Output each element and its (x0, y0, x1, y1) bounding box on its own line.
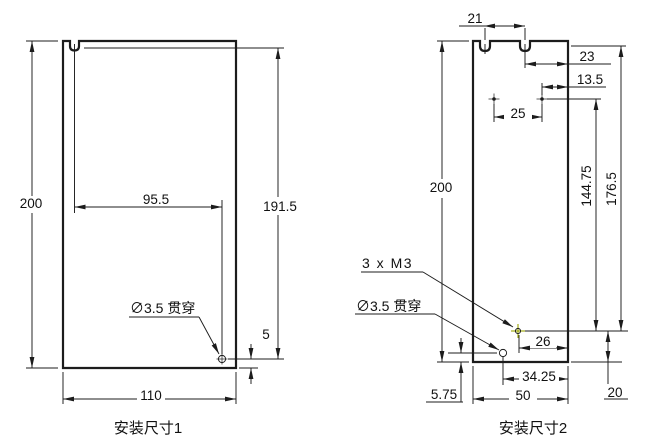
drawing2-plate-outline (471, 39, 570, 364)
label-bg (427, 181, 455, 194)
m3-tapped-hole (514, 327, 522, 335)
dim-label-hole-to-edge: 13.5 (577, 72, 603, 87)
dim-label-height: 200 (20, 196, 43, 211)
label-bg (261, 199, 299, 213)
label-bg (509, 389, 537, 402)
dim-label-m3-from-top: 176.5 (604, 172, 619, 206)
dim-label-hole-bottom: 5.75 (431, 387, 457, 402)
drawing2-caption: 安装尺寸2 (499, 420, 567, 437)
through-hole (498, 348, 508, 358)
hole-leader-line (434, 313, 500, 351)
label-bg (519, 370, 559, 383)
dim-label-notch-to-edge: 23 (579, 49, 594, 64)
dim-label-m3-bottom: 20 (607, 385, 622, 400)
hole-callout-label: ∅3.5 贯穿 (356, 298, 421, 314)
label-bg (17, 197, 45, 210)
dim-label-hole-x: 95.5 (143, 192, 169, 207)
dim-label-hole-bottom: 5 (262, 327, 270, 342)
dim-label-width: 110 (140, 388, 162, 403)
dim-label-hole-x: 34.25 (522, 369, 556, 384)
label-bg (530, 336, 556, 348)
m3-leader-line (422, 271, 514, 328)
label-bg (137, 389, 165, 402)
hole-callout-label: ∅3.5 贯穿 (130, 300, 195, 316)
dim-label-hole-span: 25 (510, 106, 525, 121)
hole-leader-line (198, 316, 220, 355)
m3-callout-label: 3 x M3 (362, 255, 413, 271)
dim-label-m3-from-holes: 144.75 (579, 165, 594, 206)
dim-label-notch-span: 21 (467, 11, 482, 26)
dim-label-m3-to-edge: 26 (535, 334, 550, 349)
dim-label-hole-height: 191.5 (263, 199, 297, 214)
dim-label-height: 200 (430, 180, 453, 195)
drawing2: 21 23 13.5 25 200 144.75 176.5 26 34.25 … (355, 11, 628, 437)
dim-label-width: 50 (515, 388, 530, 403)
drawing1: 200 191.5 95.5 5 110 ∅3.5 贯穿 安装尺寸1 (17, 39, 299, 437)
label-bg (504, 107, 532, 120)
drawing1-caption: 安装尺寸1 (114, 420, 182, 437)
